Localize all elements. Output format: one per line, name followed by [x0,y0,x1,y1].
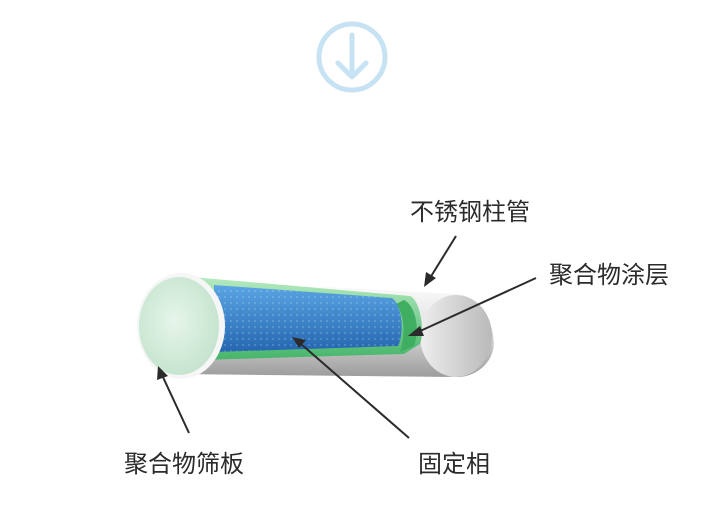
label-stainless-tube: 不锈钢柱管 [410,198,530,226]
arrow-down-circle-icon [316,21,388,93]
stationary-phase [214,285,402,352]
leader-arrow-stationary [292,337,410,439]
leader-arrow-frit [157,366,190,434]
leader-arrow-coating [408,277,537,336]
leader-arrow-tube [424,235,457,287]
label-polymer-frit: 聚合物筛板 [124,450,244,478]
label-polymer-coating: 聚合物涂层 [549,261,669,289]
polymer-frit [137,273,225,379]
label-stationary-phase: 固定相 [418,450,490,478]
